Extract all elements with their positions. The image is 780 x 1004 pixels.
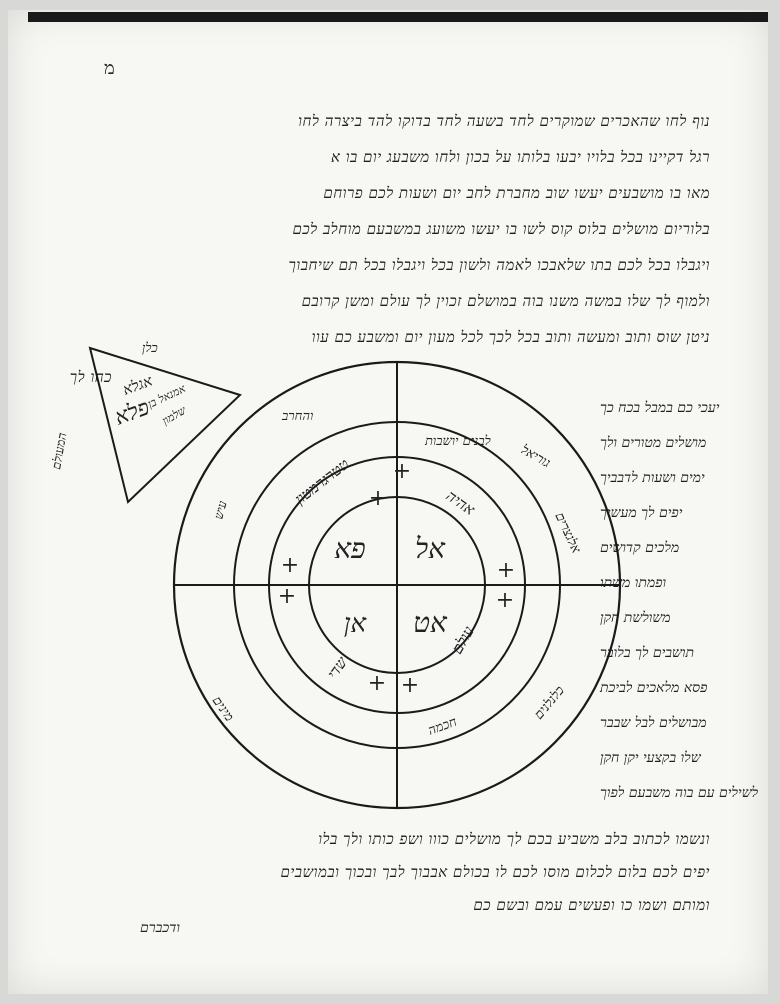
- cross-mark: +: [281, 553, 299, 578]
- outer-label-7: והחרב: [281, 409, 313, 424]
- cross-mark: +: [401, 673, 419, 698]
- top-text-line: בלוריום מושלים בלוס קוס לשו בו יעשו משוע…: [292, 220, 710, 238]
- side-text-line: תושבים לך בלובר: [600, 645, 695, 661]
- top-text-line: מאו בו מושבעים יעשו שוב מחברת לחב יום וש…: [323, 184, 710, 202]
- outer-label-1: עיש: [211, 499, 229, 521]
- center-letter-nw: פא: [334, 532, 365, 565]
- triangle-label: המעולם: [49, 432, 69, 471]
- ring-crosses: ++++++++: [278, 459, 515, 698]
- manuscript-page: מ: [8, 10, 768, 994]
- top-text-line: ניטן שוס ותוב ומעשה ותוב בכל לכך לכל מעו…: [311, 328, 710, 346]
- center-letter-sw: אן: [344, 609, 368, 639]
- top-text-line: כחו לך: [69, 368, 112, 386]
- top-text-line: רגל דקיינו בכל בלויו יבעו בלותו על בכון …: [330, 148, 710, 166]
- cross-mark: +: [393, 459, 411, 484]
- side-text-line: מלכים קדושים: [600, 540, 680, 556]
- side-text-line: ימים ושעות לדבביך: [600, 470, 705, 486]
- outer-label-5: כלנלנים: [532, 683, 568, 722]
- top-tag: כלן: [142, 341, 158, 356]
- side-text-line: פסא מלאכים לביכת: [600, 680, 708, 696]
- top-text-line: ולמוף לך שלו במשה משנו בוה במושלם זכוין …: [301, 292, 710, 310]
- cross-mark: +: [496, 588, 514, 613]
- bottom-text-line: יפים לכם בלום לכלום מוסו לכם לו בכולם אב…: [280, 863, 710, 881]
- outer-label-2: לבנים יושבות: [424, 434, 491, 449]
- center-letter-ne: אל: [415, 532, 446, 565]
- side-text-line: ופמתו משתו: [600, 575, 667, 591]
- folio-mark: מ: [104, 58, 115, 79]
- side-text-line: שלו בקצעי יקן חקן: [600, 750, 701, 766]
- side-text-line: מושלים מטורים ולך: [600, 435, 707, 451]
- triangle-word: אגלא: [120, 371, 155, 399]
- center-letter-se: אט: [413, 606, 448, 639]
- side-text-line: יפים לך מעשיך: [600, 505, 683, 521]
- cross-mark: +: [278, 584, 296, 609]
- page-top-edge: [28, 12, 768, 22]
- side-text-line: מבושלים לבל שבבר: [600, 715, 707, 731]
- ring-name-nw: טטרגרמטון: [291, 455, 352, 508]
- triangle-seal: [88, 346, 242, 504]
- side-text-line: יעכי כם במבל בכח כך: [600, 400, 720, 416]
- footer-note: ודכברם: [140, 920, 181, 936]
- outer-label-3: גוריאל: [518, 442, 553, 471]
- top-text-line: נוף לחו שהאכרים שמוקרים לחד בשעה לחד בדו…: [298, 112, 710, 130]
- triangle-word: שלמון: [160, 403, 189, 427]
- outer-label-8: חכמה: [426, 715, 459, 739]
- bottom-text-line: ונשמו לכתוב בלב משביע בכם לך מושלים כווו…: [318, 830, 710, 848]
- cross-mark: +: [368, 671, 386, 696]
- cross-mark: +: [497, 558, 515, 583]
- cross-mark: +: [369, 486, 387, 511]
- side-text-line: לשילים עם בוה משבעם לפוך: [600, 785, 759, 801]
- bottom-text-line: ומותם ושמו כו ופעשים עמם ובשם כם: [473, 896, 710, 914]
- top-text-line: ויגבלו בכל לכם בתו שלאבכו לאמה ולשון בכל…: [288, 256, 710, 274]
